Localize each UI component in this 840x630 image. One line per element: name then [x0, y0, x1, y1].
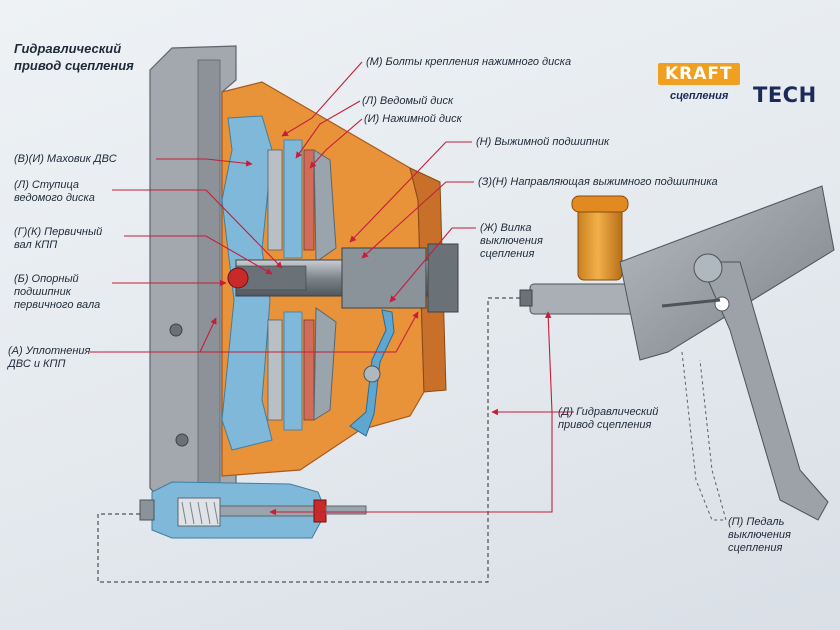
- label-line: ведомого диска: [14, 192, 95, 204]
- label-line: вал КПП: [14, 239, 58, 251]
- label-line: сцепления: [480, 248, 535, 260]
- label-disc-hub: (Л) Ступица ведомого диска: [14, 179, 95, 205]
- label-line: ДВС и КПП: [8, 358, 66, 370]
- label-line: (В)(И) Маховик ДВС: [14, 153, 117, 165]
- slave-cylinder: [139, 481, 367, 539]
- engine-block: [149, 45, 237, 511]
- label-line: выключения: [480, 235, 543, 247]
- label-seals: (А) Уплотнения ДВС и КПП: [8, 345, 90, 371]
- label-line: (Б) Опорный: [14, 273, 79, 285]
- label-line: (П) Педаль: [728, 516, 785, 528]
- label-line: (Г)(К) Первичный: [14, 226, 103, 238]
- label-release-bearing: (Н) Выжимной подшипник: [476, 136, 609, 149]
- brand-logo: KRAFT сцепления TECH: [658, 63, 830, 111]
- label-line: сцепления: [728, 542, 783, 554]
- pedal-assembly: [619, 185, 835, 521]
- label-line: (Л) Ступица: [14, 179, 79, 191]
- label-line: (И) Нажимной диск: [364, 113, 462, 125]
- logo-kraft-text: KRAFT: [658, 63, 740, 85]
- hydraulic-line: [97, 297, 520, 583]
- diagram-title-line2: привод сцепления: [14, 58, 134, 73]
- label-pressure-disc: (И) Нажимной диск: [364, 113, 462, 126]
- logo-subtitle: сцепления: [670, 90, 729, 102]
- diagram-title-line1: Гидравлический: [14, 41, 122, 56]
- label-line: выключения: [728, 529, 791, 541]
- label-release-fork: (Ж) Вилка выключения сцепления: [480, 222, 543, 261]
- logo-tech-text: TECH: [753, 83, 817, 107]
- input-shaft: [227, 243, 459, 313]
- label-line: подшипник: [14, 286, 71, 298]
- label-line: привод сцепления: [558, 419, 652, 431]
- label-line: (А) Уплотнения: [8, 345, 91, 357]
- label-flywheel: (В)(И) Маховик ДВС: [14, 153, 117, 166]
- label-line: (М) Болты крепления нажимного диска: [366, 56, 572, 68]
- label-line: (Н) Выжимной подшипник: [476, 136, 610, 148]
- label-hydraulic-drive: (Д) Гидравлический привод сцепления: [558, 406, 658, 432]
- diagram-title: Гидравлический привод сцепления: [14, 40, 134, 74]
- label-clutch-pedal: (П) Педаль выключения сцепления: [728, 516, 791, 555]
- label-bearing-guide: (З)(Н) Направляющая выжимного подшипника: [478, 176, 718, 189]
- label-line: (З)(Н) Направляющая выжимного подшипника: [478, 176, 718, 188]
- label-line: (Д) Гидравлический: [558, 406, 659, 418]
- label-line: первичного вала: [14, 299, 101, 311]
- label-input-shaft: (Г)(К) Первичный вал КПП: [14, 226, 102, 252]
- label-driven-disc: (Л) Ведомый диск: [362, 95, 453, 108]
- leader-lines: [90, 61, 574, 516]
- label-line: (Л) Ведомый диск: [362, 95, 454, 107]
- label-line: (Ж) Вилка: [480, 222, 532, 234]
- label-pilot-bearing: (Б) Опорный подшипник первичного вала: [14, 273, 100, 312]
- clutch-disc-stack: [267, 139, 337, 431]
- label-pressure-plate-bolts: (М) Болты крепления нажимного диска: [366, 56, 571, 69]
- release-fork: [349, 309, 395, 437]
